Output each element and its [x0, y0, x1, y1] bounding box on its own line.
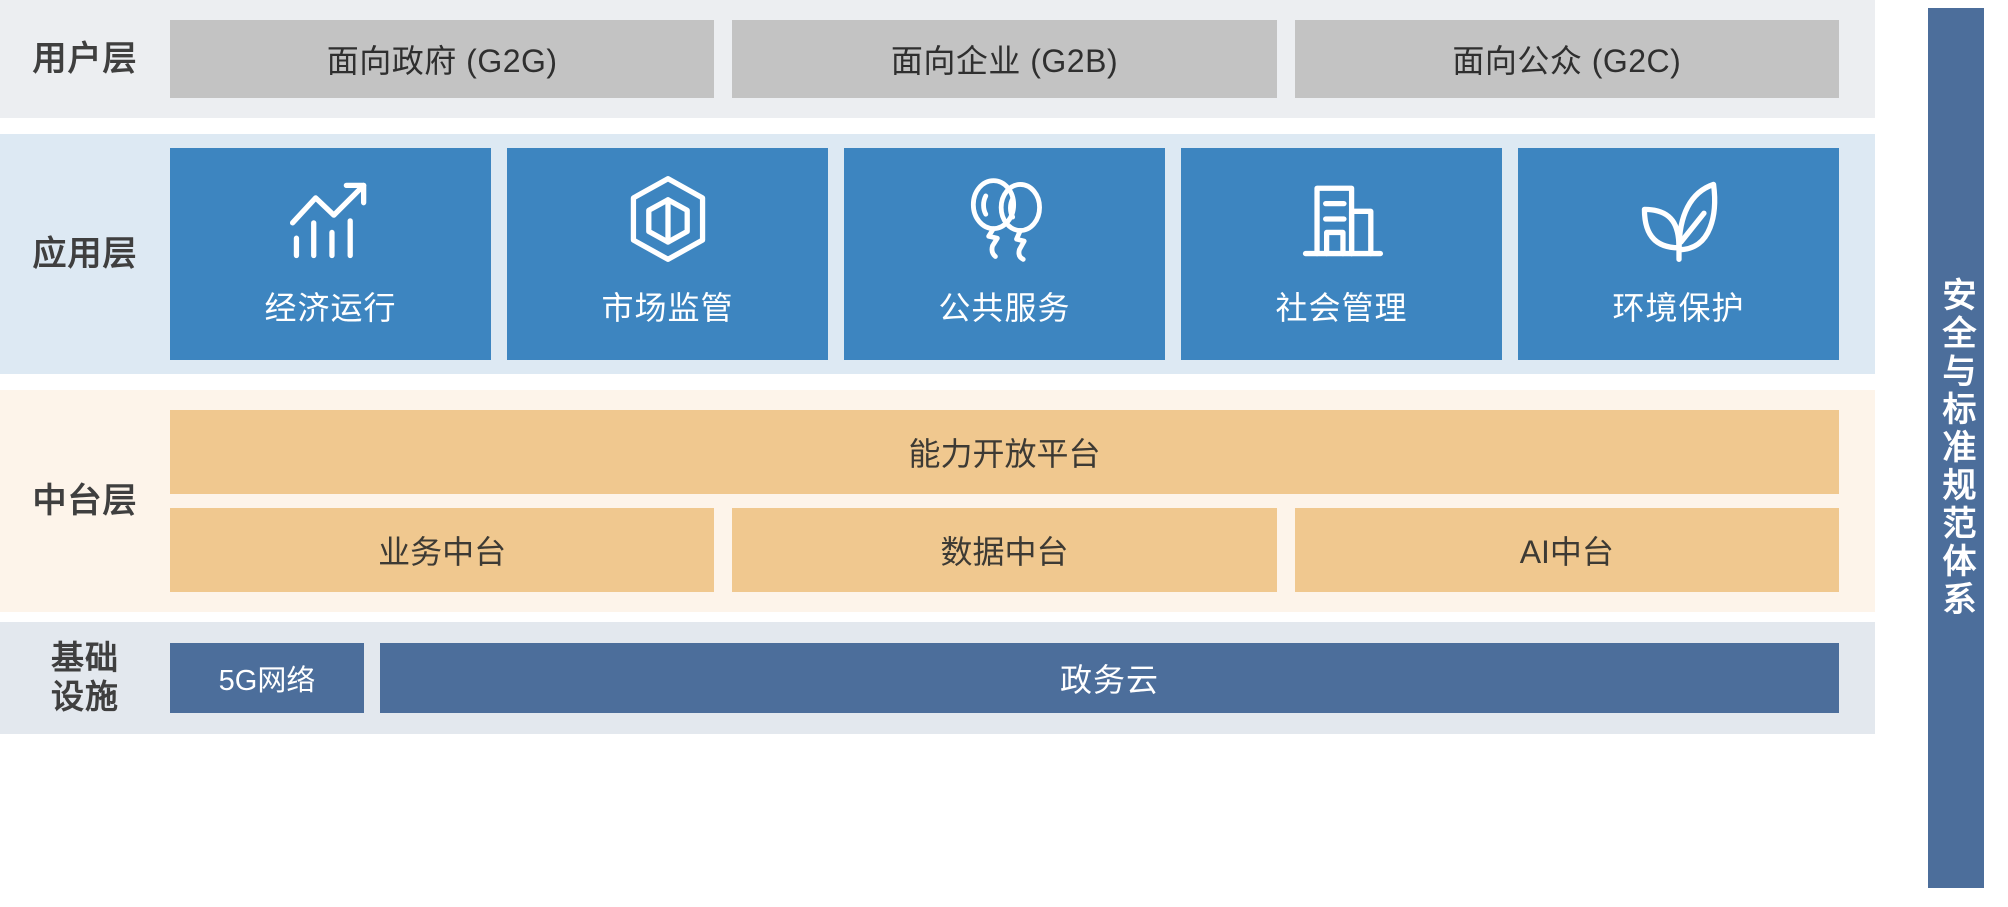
layer-infrastructure: 基础 设施 5G网络 政务云	[0, 622, 1875, 734]
layer-stack: 用户层 面向政府 (G2G) 面向企业 (G2B) 面向公众 (G2C) 应用层	[0, 0, 1875, 734]
layer-infrastructure-body: 5G网络 政务云	[170, 643, 1875, 713]
building-icon	[1290, 171, 1394, 267]
layer-infrastructure-label: 基础 设施	[0, 639, 170, 717]
infrastructure-box-row: 5G网络 政务云	[170, 643, 1839, 713]
user-box-g2c[interactable]: 面向公众 (G2C)	[1294, 20, 1839, 98]
application-card-row: 经济运行 市场监管	[170, 148, 1839, 360]
layer-user-body: 面向政府 (G2G) 面向企业 (G2B) 面向公众 (G2C)	[170, 20, 1875, 98]
app-card-public-service-label: 公共服务	[938, 290, 1071, 326]
layer-application: 应用层	[0, 134, 1875, 374]
app-card-market-supervision[interactable]: 市场监管	[507, 148, 828, 360]
user-box-g2b[interactable]: 面向企业 (G2B)	[732, 20, 1277, 98]
user-box-row: 面向政府 (G2G) 面向企业 (G2B) 面向公众 (G2C)	[170, 20, 1839, 98]
layer-middle-platform-label: 中台层	[32, 481, 138, 520]
layer-user: 用户层 面向政府 (G2G) 面向企业 (G2B) 面向公众 (G2C)	[0, 0, 1875, 118]
layer-application-label: 应用层	[32, 234, 138, 273]
middle-stack: 能力开放平台 业务中台 数据中台 AI中台	[170, 410, 1839, 592]
app-card-economy[interactable]: 经济运行	[170, 148, 491, 360]
security-standards-label: 安全与标准规范体系	[1937, 277, 1975, 619]
infra-box-5g-network[interactable]: 5G网络	[170, 643, 364, 713]
band-spacer	[0, 118, 1875, 134]
layer-middle-platform: 中台层 能力开放平台 业务中台 数据中台 AI中台	[0, 390, 1875, 612]
capability-open-platform-box[interactable]: 能力开放平台	[170, 410, 1839, 494]
security-standards-bar[interactable]: 安全与标准规范体系	[1928, 8, 1984, 888]
app-card-environment[interactable]: 环境保护	[1518, 148, 1839, 360]
layer-infrastructure-label-line1: 基础	[51, 639, 119, 677]
growth-chart-icon	[279, 171, 383, 267]
business-middle-platform-box[interactable]: 业务中台	[170, 508, 715, 592]
balloons-icon	[953, 171, 1057, 267]
infra-box-government-cloud[interactable]: 政务云	[380, 643, 1839, 713]
app-card-public-service[interactable]: 公共服务	[844, 148, 1165, 360]
layer-middle-platform-body: 能力开放平台 业务中台 数据中台 AI中台	[170, 410, 1875, 592]
app-card-environment-label: 环境保护	[1612, 290, 1745, 326]
band-spacer	[0, 612, 1875, 622]
app-card-economy-label: 经济运行	[264, 290, 397, 326]
layer-user-label: 用户层	[32, 39, 138, 78]
ai-middle-platform-box[interactable]: AI中台	[1294, 508, 1839, 592]
layer-application-body: 经济运行 市场监管	[170, 148, 1875, 360]
app-card-market-supervision-label: 市场监管	[601, 290, 734, 326]
data-middle-platform-box[interactable]: 数据中台	[732, 508, 1277, 592]
middle-box-row: 业务中台 数据中台 AI中台	[170, 508, 1839, 592]
band-spacer	[0, 374, 1875, 390]
user-box-g2g[interactable]: 面向政府 (G2G)	[170, 20, 715, 98]
layer-infrastructure-label-line2: 设施	[51, 678, 119, 715]
leaf-icon	[1627, 171, 1731, 267]
app-card-social-management-label: 社会管理	[1275, 290, 1408, 326]
app-card-social-management[interactable]: 社会管理	[1181, 148, 1502, 360]
hexagon-cube-icon	[616, 171, 720, 267]
